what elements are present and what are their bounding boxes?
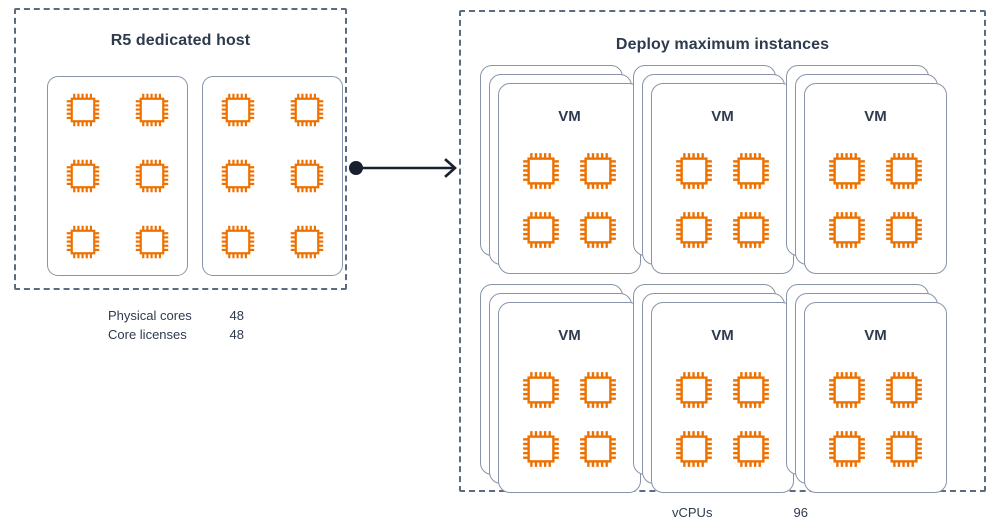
cpu-chip-icon [829, 153, 866, 190]
vm-label: VM [864, 108, 887, 125]
metric-label: Core licenses [108, 327, 187, 342]
cpu-chip-icon [579, 211, 616, 248]
cpu-chip-icon [66, 93, 99, 127]
vm-cpu-grid [666, 142, 779, 259]
metric-label: vCPUs [672, 505, 713, 520]
cpu-chip-icon [523, 372, 560, 409]
vm-card[interactable]: VM [651, 302, 794, 493]
vm-card[interactable]: VM [804, 83, 947, 274]
cpu-chip-icon [676, 430, 713, 467]
vm-label: VM [711, 327, 734, 344]
vm-card[interactable]: VM [804, 302, 947, 493]
metric-value: 48 [229, 327, 244, 342]
metric-row: vCPUs 96 [672, 503, 808, 522]
vm-card-stack[interactable]: VM [786, 65, 947, 274]
cpu-chip-icon [291, 225, 324, 259]
cpu-chip-icon [523, 430, 560, 467]
cpu-chip-icon [221, 93, 254, 127]
host-panel: R5 dedicated host [14, 8, 347, 290]
vm-cpu-grid [819, 142, 932, 259]
cpu-chip-icon [523, 211, 560, 248]
vm-label: VM [864, 327, 887, 344]
connector-arrow [347, 150, 463, 186]
cpu-chip-icon [523, 153, 560, 190]
vm-label: VM [711, 108, 734, 125]
cpu-chip-icon [579, 430, 616, 467]
metric-row: Core licenses 48 [108, 325, 244, 344]
cpu-chip-icon [732, 211, 769, 248]
vm-card[interactable]: VM [651, 83, 794, 274]
cpu-chip-icon [885, 211, 922, 248]
deploy-metrics: vCPUs 96 [672, 503, 808, 522]
cpu-chip-icon [732, 153, 769, 190]
cpu-chip-icon [579, 153, 616, 190]
cpu-chip-icon [732, 430, 769, 467]
cpu-chip-icon [885, 153, 922, 190]
cpu-chip-icon [291, 93, 324, 127]
cpu-chip-icon [136, 93, 169, 127]
vm-cpu-grid [513, 361, 626, 478]
metric-label: Physical cores [108, 308, 192, 323]
cpu-chip-icon [829, 211, 866, 248]
cpu-chip-icon [221, 225, 254, 259]
cpu-chip-icon [829, 372, 866, 409]
metric-value: 96 [793, 505, 808, 520]
vm-cpu-grid [513, 142, 626, 259]
cpu-chip-icon [676, 372, 713, 409]
cpu-chip-icon [66, 159, 99, 193]
host-metrics: Physical cores 48 Core licenses 48 [108, 306, 244, 344]
vm-card[interactable]: VM [498, 83, 641, 274]
cpu-chip-icon [676, 211, 713, 248]
cpu-chip-icon [221, 159, 254, 193]
cpu-chip-icon [579, 372, 616, 409]
vm-card-stack[interactable]: VM [786, 284, 947, 493]
metric-value: 48 [229, 308, 244, 323]
vm-cpu-grid [819, 361, 932, 478]
host-panel-title: R5 dedicated host [110, 32, 251, 49]
cpu-chip-icon [676, 153, 713, 190]
vm-card-stack[interactable]: VM [480, 284, 641, 493]
arrow-right-icon [349, 158, 457, 178]
vm-card-stack[interactable]: VM [480, 65, 641, 274]
cpu-chip-icon [291, 159, 324, 193]
vm-cpu-grid [666, 361, 779, 478]
deploy-panel-title: Deploy maximum instances [615, 36, 830, 53]
cpu-chip-icon [829, 430, 866, 467]
vm-card-stack[interactable]: VM [633, 284, 794, 493]
cpu-chip-icon [136, 225, 169, 259]
cpu-chip-icon [885, 372, 922, 409]
cpu-chip-icon [885, 430, 922, 467]
cpu-socket-box [202, 76, 343, 276]
metric-row: Physical cores 48 [108, 306, 244, 325]
vm-card[interactable]: VM [498, 302, 641, 493]
cpu-chip-icon [732, 372, 769, 409]
cpu-chip-icon [66, 225, 99, 259]
vm-label: VM [558, 108, 581, 125]
cpu-chip-icon [136, 159, 169, 193]
deploy-panel: Deploy maximum instances VM VM VM VM VM VM [459, 10, 986, 493]
cpu-socket-box [47, 76, 188, 276]
vm-card-stack[interactable]: VM [633, 65, 794, 274]
vm-label: VM [558, 327, 581, 344]
